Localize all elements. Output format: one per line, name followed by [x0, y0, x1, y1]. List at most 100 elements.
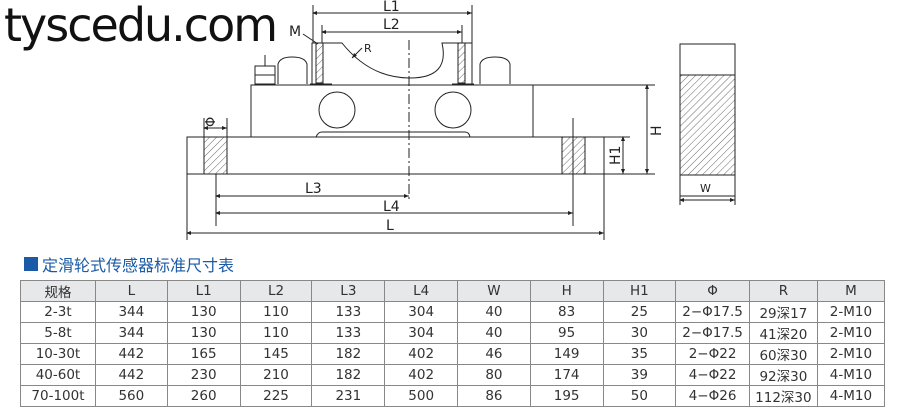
table-cell: 500 — [384, 385, 459, 407]
hole-right — [434, 91, 472, 129]
table-cell: 2−Φ22 — [675, 343, 750, 365]
table-cell: 2-M10 — [816, 301, 886, 323]
column-header: L2 — [239, 280, 313, 302]
table-cell: 2-M10 — [816, 343, 886, 365]
table-cell: 344 — [94, 301, 168, 323]
column-header: M — [816, 280, 886, 302]
title-square-icon — [24, 257, 38, 271]
column-header: H1 — [602, 280, 677, 302]
table-cell: 40-60t — [20, 364, 96, 386]
label-L: L — [386, 218, 394, 234]
table-cell: 83 — [529, 301, 604, 323]
table-cell: 304 — [384, 322, 459, 344]
table-cell: 2−Φ17.5 — [675, 322, 750, 344]
column-header: L — [94, 280, 168, 302]
table-cell: 402 — [384, 343, 459, 365]
table-cell: 86 — [457, 385, 531, 407]
table-cell: 39 — [602, 364, 677, 386]
table-cell: 5-8t — [20, 322, 96, 344]
table-cell: 29深17 — [748, 301, 818, 323]
bump-right — [479, 56, 511, 84]
label-phi: Φ — [204, 117, 219, 127]
label-L1: L1 — [383, 0, 400, 15]
table-cell: 182 — [311, 364, 386, 386]
table-cell: 182 — [311, 343, 386, 365]
table-cell: 442 — [94, 343, 168, 365]
column-header: R — [748, 280, 818, 302]
table-cell: 80 — [457, 364, 531, 386]
body — [250, 84, 534, 138]
column-header: L1 — [166, 280, 241, 302]
label-L4: L4 — [383, 199, 400, 215]
table-cell: 95 — [529, 322, 604, 344]
table-cell: 50 — [602, 385, 677, 407]
label-L2: L2 — [383, 17, 400, 33]
table-cell: 92深30 — [748, 364, 818, 386]
bump-left — [277, 56, 308, 84]
table-cell: 110 — [239, 322, 313, 344]
table-cell: 130 — [166, 301, 241, 323]
table-cell: 40 — [457, 322, 531, 344]
column-header: H — [529, 280, 604, 302]
table-cell: 260 — [166, 385, 241, 407]
saddle — [311, 42, 473, 84]
table-cell: 304 — [384, 301, 459, 323]
table-cell: 174 — [529, 364, 604, 386]
table-cell: 2-M10 — [816, 322, 886, 344]
table-cell: 225 — [239, 385, 313, 407]
table-cell: 2−Φ17.5 — [675, 301, 750, 323]
table-cell: 165 — [166, 343, 241, 365]
table-cell: 10-30t — [20, 343, 96, 365]
label-W: W — [700, 182, 711, 195]
table-title-text: 定滑轮式传感器标准尺寸表 — [42, 256, 235, 275]
column-header: L3 — [311, 280, 386, 302]
label-H: H — [649, 125, 665, 136]
label-H1: H1 — [608, 146, 624, 165]
table-cell: 210 — [239, 364, 313, 386]
table-cell: 149 — [529, 343, 604, 365]
label-M: M — [289, 24, 301, 40]
column-header: L4 — [384, 280, 459, 302]
table-cell: 442 — [94, 364, 168, 386]
table-cell: 2-3t — [20, 301, 96, 323]
table-cell: 25 — [602, 301, 677, 323]
load-cell-drawing: L1 L2 M R Φ L3 L4 L H H1 W — [186, 0, 736, 240]
label-L3: L3 — [305, 181, 322, 197]
table-cell: 560 — [94, 385, 168, 407]
table-cell: 40 — [457, 301, 531, 323]
table-cell: 112深30 — [748, 385, 818, 407]
table-cell: 231 — [311, 385, 386, 407]
table-cell: 130 — [166, 322, 241, 344]
table-cell: 70-100t — [20, 385, 96, 407]
hole-left — [318, 91, 356, 129]
table-cell: 230 — [166, 364, 241, 386]
column-header: W — [457, 280, 531, 302]
table-cell: 195 — [529, 385, 604, 407]
table-cell: 4-M10 — [816, 364, 886, 386]
table-cell: 4-M10 — [816, 385, 886, 407]
watermark: tyscedu.com — [4, 0, 278, 52]
table-cell: 344 — [94, 322, 168, 344]
table-cell: 41深20 — [748, 322, 818, 344]
table-cell: 133 — [311, 322, 386, 344]
table-cell: 402 — [384, 364, 459, 386]
table-cell: 4−Φ22 — [675, 364, 750, 386]
table-cell: 4−Φ26 — [675, 385, 750, 407]
table-cell: 60深30 — [748, 343, 818, 365]
table-cell: 133 — [311, 301, 386, 323]
table-title: 定滑轮式传感器标准尺寸表 — [24, 252, 234, 276]
table-cell: 30 — [602, 322, 677, 344]
table-cell: 145 — [239, 343, 313, 365]
base-plate — [186, 136, 605, 175]
table-cell: 110 — [239, 301, 313, 323]
table-cell: 46 — [457, 343, 531, 365]
column-header: 规格 — [20, 280, 96, 302]
column-header: Φ — [675, 280, 750, 302]
